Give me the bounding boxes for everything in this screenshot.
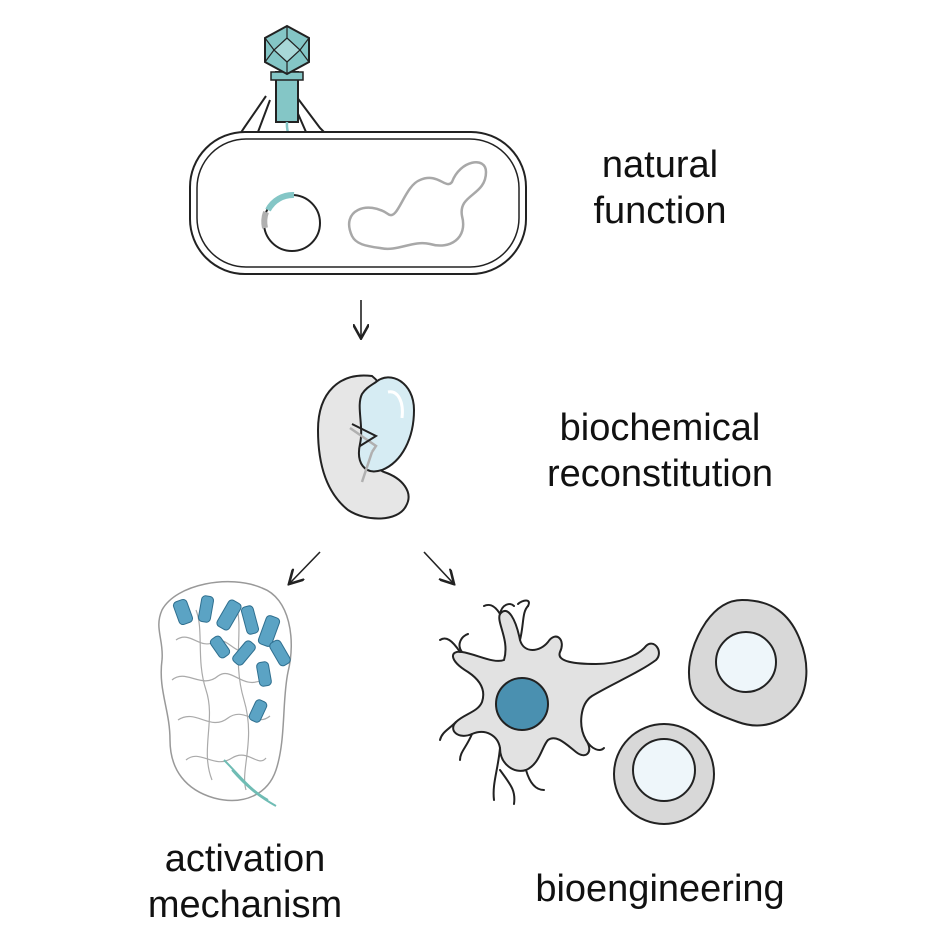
label-line: reconstitution bbox=[546, 453, 773, 495]
label-line: natural bbox=[601, 144, 719, 186]
plasmid-icon bbox=[261, 191, 321, 252]
label-activation-mechanism: activation mechanism bbox=[110, 836, 380, 928]
label-natural-function: natural function bbox=[560, 142, 760, 234]
round-cell-icon bbox=[613, 723, 715, 825]
label-line: activation bbox=[164, 838, 326, 880]
label-line: biochemical bbox=[559, 407, 761, 449]
protein-complex-icon bbox=[316, 374, 416, 520]
chromosome-icon bbox=[347, 161, 488, 251]
label-bioengineering: bioengineering bbox=[505, 866, 815, 912]
arrow-left bbox=[290, 551, 321, 583]
label-line: bioengineering bbox=[535, 868, 785, 910]
neuron-cell-icon bbox=[439, 599, 660, 805]
cryo-em-structure-icon bbox=[158, 580, 293, 807]
bacteriophage-icon bbox=[239, 24, 327, 179]
label-line: function bbox=[593, 190, 727, 232]
label-line: mechanism bbox=[147, 884, 343, 926]
arrow-right bbox=[423, 551, 453, 583]
round-cell-icon bbox=[688, 598, 808, 727]
label-biochemical-reconstitution: biochemical reconstitution bbox=[515, 405, 805, 497]
bacterial-cell-icon bbox=[189, 131, 527, 275]
